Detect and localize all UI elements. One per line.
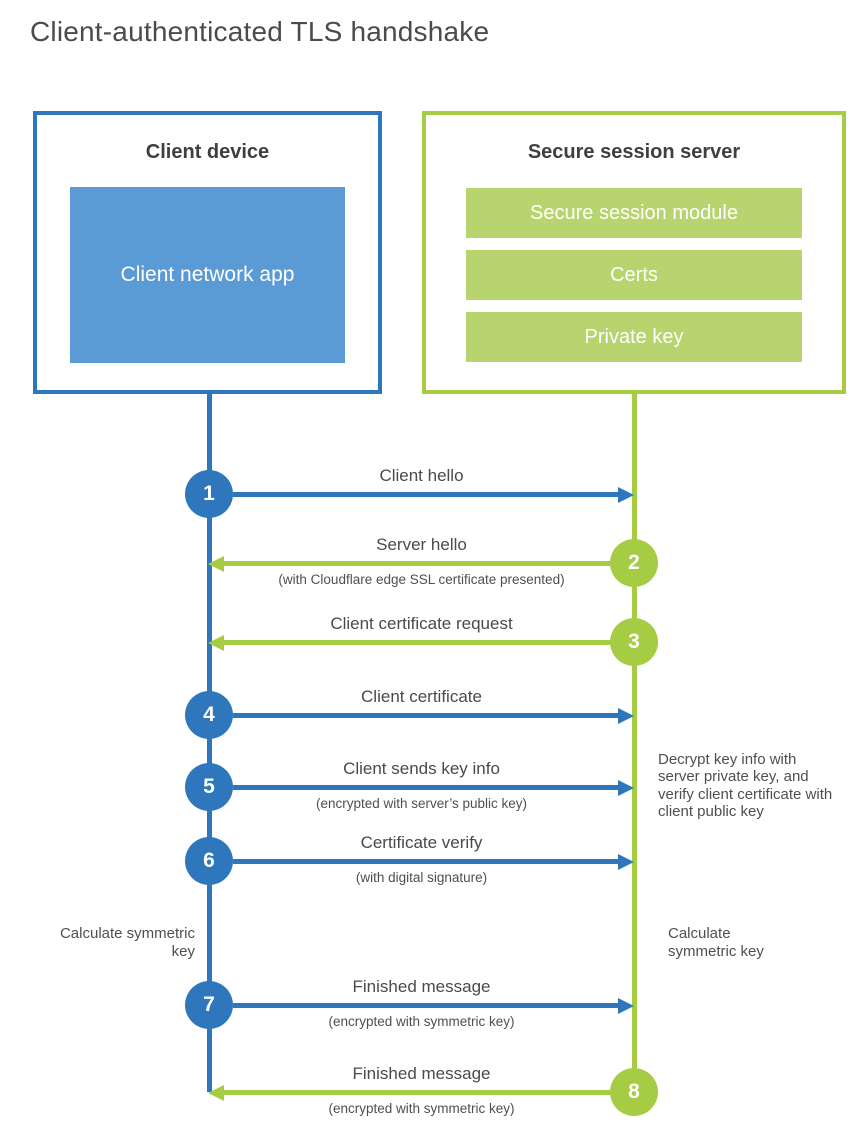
message-label: Client sends key info: [343, 759, 500, 778]
message-label: Client certificate request: [330, 614, 513, 633]
client-lifeline: [207, 394, 212, 1092]
message-label: Certificate verify: [360, 833, 483, 852]
client-network-app-box: Client network app: [70, 187, 345, 363]
message-subtitle: (with Cloudflare edge SSL certificate pr…: [278, 572, 565, 587]
message-subtitle: (encrypted with symmetric key): [328, 1014, 515, 1029]
step-number-badge: 5: [185, 763, 233, 811]
server-module-certs: Certs: [466, 250, 802, 300]
server-module-secure-session: Secure session module: [466, 188, 802, 238]
calculate-symmetric-key-client: Calculate symmetric key: [59, 925, 195, 960]
step-number-badge: 6: [185, 837, 233, 885]
server-module-private-key: Private key: [466, 312, 802, 362]
step-number-badge: 8: [610, 1068, 658, 1116]
arrow-client-to-server: [233, 779, 634, 796]
message-subtitle: (encrypted with server’s public key): [315, 796, 528, 811]
server-lifeline: [632, 394, 637, 1094]
arrow-client-to-server: [233, 707, 634, 724]
arrow-server-to-client: [208, 634, 611, 651]
step-number-badge: 7: [185, 981, 233, 1029]
message-subtitle: (with digital signature): [355, 870, 488, 885]
client-device-title: Client device: [145, 141, 270, 163]
page-title: Client-authenticated TLS handshake: [30, 16, 490, 47]
arrow-server-to-client: [208, 1084, 611, 1101]
step-number-badge: 2: [610, 539, 658, 587]
arrow-client-to-server: [233, 997, 634, 1014]
secure-session-server-title: Secure session server: [527, 141, 741, 163]
message-label: Finished message: [352, 1064, 491, 1083]
arrow-client-to-server: [233, 853, 634, 870]
message-label: Client certificate: [361, 687, 482, 706]
step-number-badge: 4: [185, 691, 233, 739]
step-number-badge: 3: [610, 618, 658, 666]
message-label: Server hello: [376, 535, 467, 554]
step-number-badge: 1: [185, 470, 233, 518]
arrow-server-to-client: [208, 555, 611, 572]
arrow-client-to-server: [233, 486, 634, 503]
message-label: Client hello: [379, 466, 464, 485]
message-label: Finished message: [352, 977, 491, 996]
decrypt-key-note: Decrypt key info with server private key…: [658, 751, 833, 820]
message-subtitle: (encrypted with symmetric key): [328, 1101, 515, 1116]
calculate-symmetric-key-server: Calculate symmetric key: [668, 925, 764, 960]
